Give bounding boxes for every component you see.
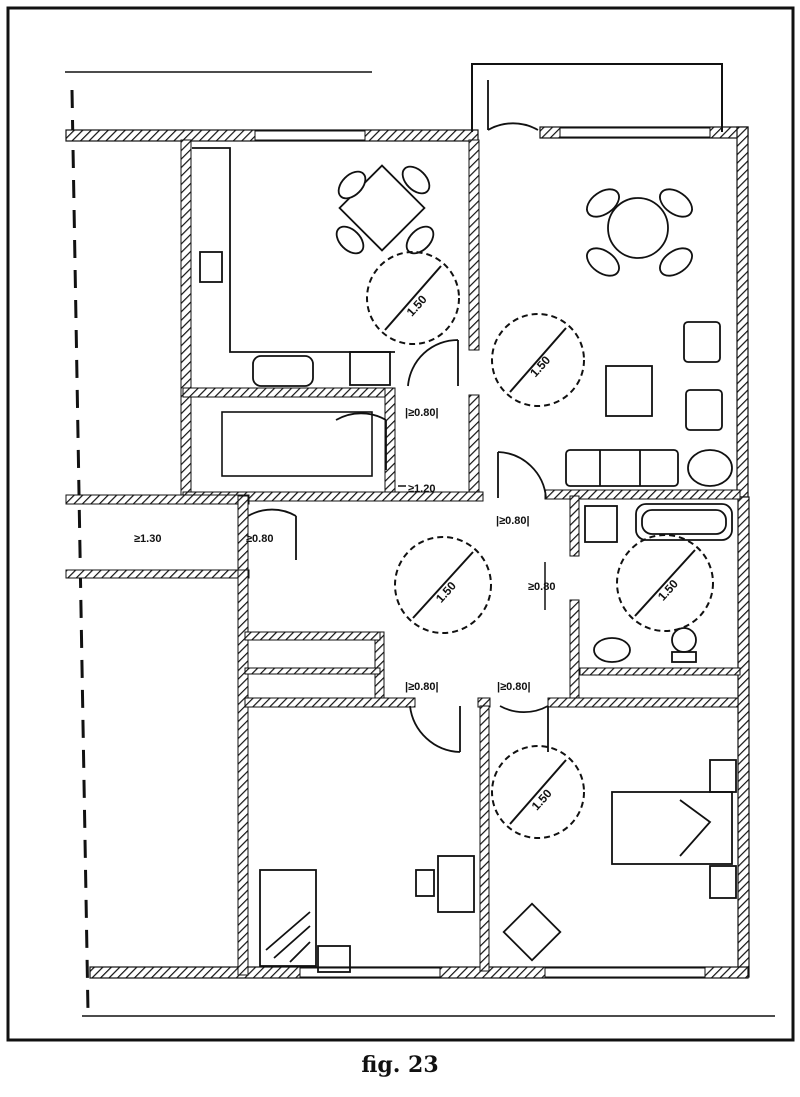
- turning-circle-hall: [394, 536, 492, 634]
- turning-circle-label-bathroom: 1.50: [655, 577, 681, 604]
- dim-living-door: |≥0.80|: [496, 515, 530, 527]
- turning-circle-kitchen: [366, 251, 460, 345]
- turning-circle-bathroom: [616, 534, 714, 632]
- dim-corridor: ≥1.20: [408, 483, 435, 495]
- kitchen-dining-table: [335, 164, 435, 255]
- dim-entry-width: ≥1.30: [134, 533, 161, 545]
- turning-circle-label-hall: 1.50: [433, 579, 459, 606]
- windows: [254, 127, 711, 978]
- dim-room-door-left: |≥0.80|: [405, 681, 439, 693]
- floor-plan: 1.50 1.50 1.50 1.50 1.50 |≥0.80| ≥1.20 |…: [6, 6, 795, 1042]
- living-seating: [565, 321, 733, 487]
- doors: [247, 80, 549, 753]
- turning-circle-bedroom: [491, 745, 585, 839]
- dim-kitchen-door: |≥0.80|: [405, 407, 439, 419]
- dim-room-door-right: |≥0.80|: [497, 681, 531, 693]
- living-table: [586, 188, 693, 277]
- study-furniture: [259, 855, 475, 973]
- turning-circles: [366, 251, 714, 839]
- figure-caption: fig. 23: [361, 1052, 439, 1078]
- turning-circle-label-kitchen: 1.50: [404, 292, 430, 319]
- dim-entry-door: ≥0.80: [246, 533, 273, 545]
- turning-circle-diameters: [384, 265, 696, 825]
- turning-circle-living: [491, 313, 585, 407]
- turning-circle-label-bedroom: 1.50: [529, 786, 555, 813]
- dimension-ticks: [398, 485, 546, 610]
- outer-frame: [6, 6, 795, 1042]
- bathroom-fixtures: [584, 503, 733, 663]
- kitchen-counter: [192, 147, 395, 387]
- bedroom-bed: [502, 759, 737, 962]
- boundary-dashed-line: [70, 89, 90, 1013]
- interior-walls: [65, 139, 741, 976]
- corridor-cabinet: [221, 411, 373, 477]
- dim-bath-door: ≥0.80: [528, 581, 555, 593]
- balcony: [471, 63, 723, 132]
- turning-circle-label-living: 1.50: [527, 353, 553, 380]
